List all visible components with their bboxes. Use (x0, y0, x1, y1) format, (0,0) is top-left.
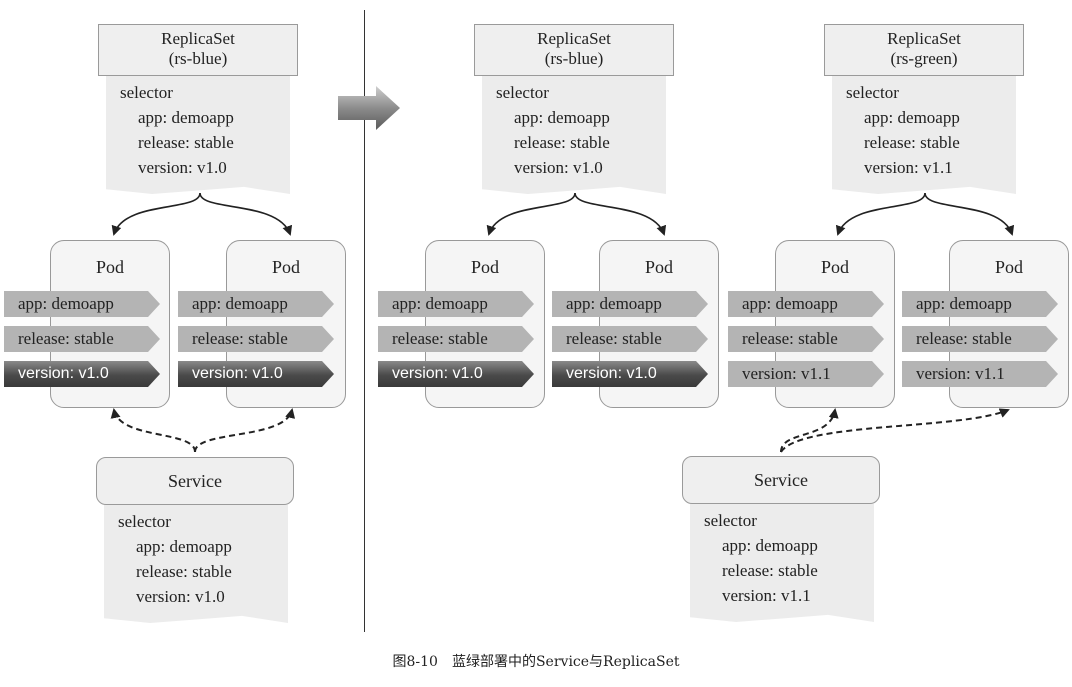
selector-label: selector (846, 83, 899, 102)
replicaset-rs-blue-selector: selector app: demoapp release: stable ve… (106, 76, 290, 194)
replicaset-title: ReplicaSet (537, 29, 611, 48)
pod-label-release: release: stable (902, 326, 1058, 352)
pod-label-release: release: stable (178, 326, 334, 352)
rs-blue-to-pod-2-connector (199, 192, 293, 236)
pod-title: Pod (95, 257, 124, 277)
pod-title: Pod (820, 257, 849, 277)
service-to-pod-2-link (194, 408, 296, 453)
rs-blue-after-to-pod-1-connector (486, 192, 576, 236)
replicaset-title: ReplicaSet (887, 29, 961, 48)
selector-version: version: v1.1 (722, 586, 811, 605)
pod-label-app: app: demoapp (728, 291, 884, 317)
selector-label: selector (120, 83, 173, 102)
pod-label-version: version: v1.0 (552, 361, 708, 387)
pod-label-release: release: stable (378, 326, 534, 352)
replicaset-rs-green-selector: selector app: demoapp release: stable ve… (832, 76, 1016, 194)
service-to-pod-1-link (110, 408, 196, 453)
replicaset-rs-blue-header: ReplicaSet (rs-blue) (98, 24, 298, 76)
pod-label-release: release: stable (4, 326, 160, 352)
selector-label: selector (704, 511, 757, 530)
pod-label-release: release: stable (728, 326, 884, 352)
selector-version: version: v1.0 (514, 158, 603, 177)
selector-app: app: demoapp (136, 537, 232, 556)
selector-version: version: v1.1 (864, 158, 953, 177)
selector-label: selector (496, 83, 549, 102)
pod-title: Pod (271, 257, 300, 277)
pod-label-app: app: demoapp (902, 291, 1058, 317)
selector-release: release: stable (722, 561, 818, 580)
pod-label-version: version: v1.0 (178, 361, 334, 387)
selector-label: selector (118, 512, 171, 531)
selector-app: app: demoapp (514, 108, 610, 127)
service-header: Service (682, 456, 880, 504)
selector-app: app: demoapp (138, 108, 234, 127)
pod-label-version: version: v1.1 (902, 361, 1058, 387)
pod-title: Pod (470, 257, 499, 277)
pod-label-version: version: v1.1 (728, 361, 884, 387)
replicaset-rs-blue-header: ReplicaSet (rs-blue) (474, 24, 674, 76)
selector-release: release: stable (864, 133, 960, 152)
selector-release: release: stable (136, 562, 232, 581)
selector-version: version: v1.0 (138, 158, 227, 177)
service-after-to-pod-4-link (780, 408, 1010, 453)
replicaset-name: (rs-blue) (544, 49, 604, 68)
transition-arrow-icon (338, 86, 400, 130)
selector-version: version: v1.0 (136, 587, 225, 606)
pod-label-app: app: demoapp (178, 291, 334, 317)
pod-title: Pod (994, 257, 1023, 277)
pod-label-version: version: v1.0 (4, 361, 160, 387)
section-divider (364, 10, 365, 632)
service-header: Service (96, 457, 294, 505)
service-after-to-pod-3-link (780, 408, 839, 453)
pod-label-app: app: demoapp (552, 291, 708, 317)
pod-label-release: release: stable (552, 326, 708, 352)
selector-release: release: stable (514, 133, 610, 152)
rs-green-to-pod-1-connector (835, 192, 926, 236)
rs-green-to-pod-2-connector (924, 192, 1015, 236)
rs-blue-to-pod-1-connector (111, 192, 201, 236)
selector-app: app: demoapp (722, 536, 818, 555)
pod-label-app: app: demoapp (378, 291, 534, 317)
service-selector: selector app: demoapp release: stable ve… (104, 505, 288, 623)
rs-blue-after-to-pod-2-connector (574, 192, 667, 236)
pod-label-app: app: demoapp (4, 291, 160, 317)
pod-label-version: version: v1.0 (378, 361, 534, 387)
replicaset-name: (rs-green) (890, 49, 958, 68)
replicaset-title: ReplicaSet (161, 29, 235, 48)
replicaset-name: (rs-blue) (168, 49, 228, 68)
replicaset-rs-green-header: ReplicaSet (rs-green) (824, 24, 1024, 76)
replicaset-rs-blue-selector: selector app: demoapp release: stable ve… (482, 76, 666, 194)
selector-release: release: stable (138, 133, 234, 152)
selector-app: app: demoapp (864, 108, 960, 127)
pod-title: Pod (644, 257, 673, 277)
figure-caption: 图8-10 蓝绿部署中的Service与ReplicaSet (392, 654, 680, 670)
service-selector: selector app: demoapp release: stable ve… (690, 504, 874, 622)
